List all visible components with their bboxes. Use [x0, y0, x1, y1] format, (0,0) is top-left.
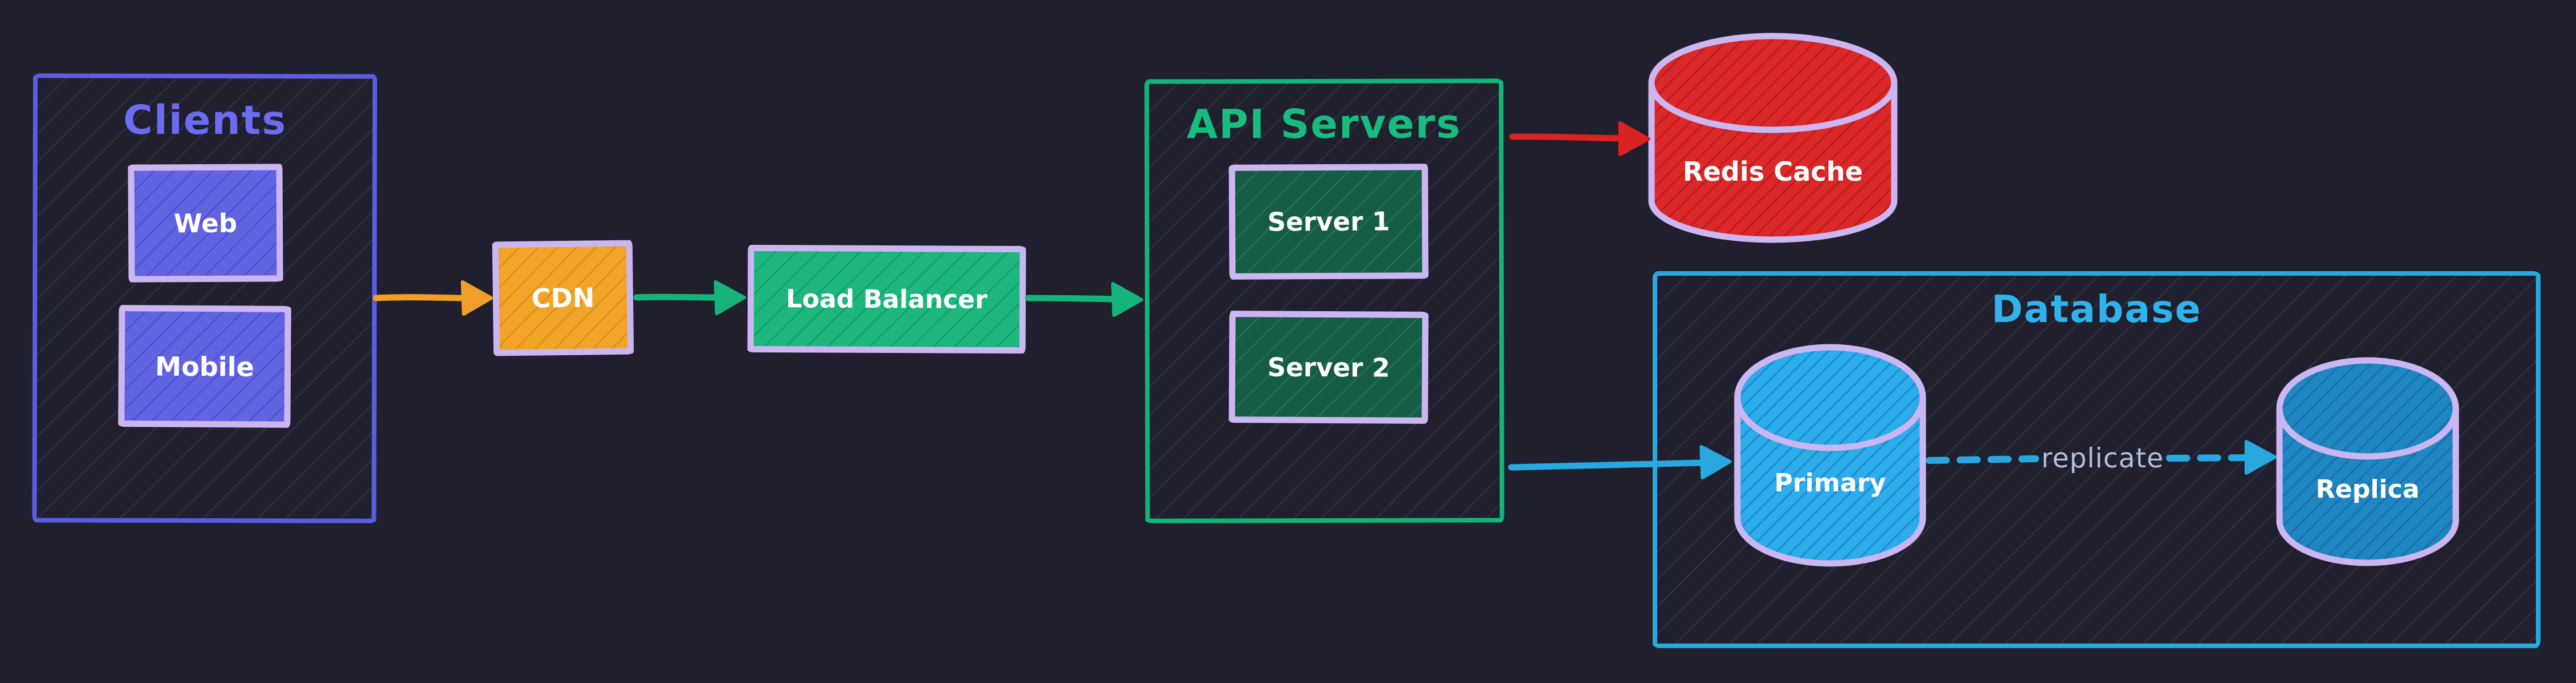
node-cdn[interactable]: CDN	[492, 240, 634, 356]
node-server-1-label: Server 1	[1267, 206, 1390, 237]
group-database-title: Database	[1991, 287, 2202, 331]
node-mobile-label: Mobile	[155, 350, 255, 383]
group-clients[interactable]: Clients	[32, 73, 377, 523]
edge-label-replicate: replicate	[2041, 442, 2164, 474]
group-api-servers-title: API Servers	[1186, 100, 1461, 148]
node-server-2-label: Server 2	[1267, 351, 1390, 383]
group-api-servers[interactable]: API Servers	[1144, 78, 1504, 523]
node-primary-label: Primary	[1774, 468, 1886, 498]
arrow-load-balancer-to-api-servers[interactable]	[1025, 282, 1143, 317]
node-web-label: Web	[173, 208, 238, 239]
arrow-cdn-to-load-balancer[interactable]	[633, 280, 746, 315]
node-replica-label: Replica	[2316, 474, 2420, 504]
group-clients-title: Clients	[123, 96, 287, 144]
primary-cylinder-shape	[1734, 344, 1926, 567]
node-redis-cache[interactable]: Redis Cache	[1647, 31, 1899, 244]
node-redis-cache-label: Redis Cache	[1682, 156, 1863, 187]
node-replica[interactable]: Replica	[2275, 356, 2460, 567]
node-web[interactable]: Web	[128, 164, 283, 283]
node-load-balancer[interactable]: Load Balancer	[747, 244, 1026, 354]
node-cdn-label: CDN	[531, 282, 595, 314]
arrow-api-servers-to-redis-cache[interactable]	[1509, 121, 1650, 156]
node-primary[interactable]: Primary	[1733, 343, 1927, 568]
node-server-1[interactable]: Server 1	[1228, 164, 1429, 280]
arrow-clients-to-cdn[interactable]	[373, 280, 493, 316]
node-load-balancer-label: Load Balancer	[786, 284, 987, 315]
replica-cylinder-shape	[2276, 357, 2459, 566]
node-server-2[interactable]: Server 2	[1228, 311, 1429, 424]
redis-cylinder-shape	[1648, 33, 1898, 243]
node-mobile[interactable]: Mobile	[118, 305, 291, 428]
